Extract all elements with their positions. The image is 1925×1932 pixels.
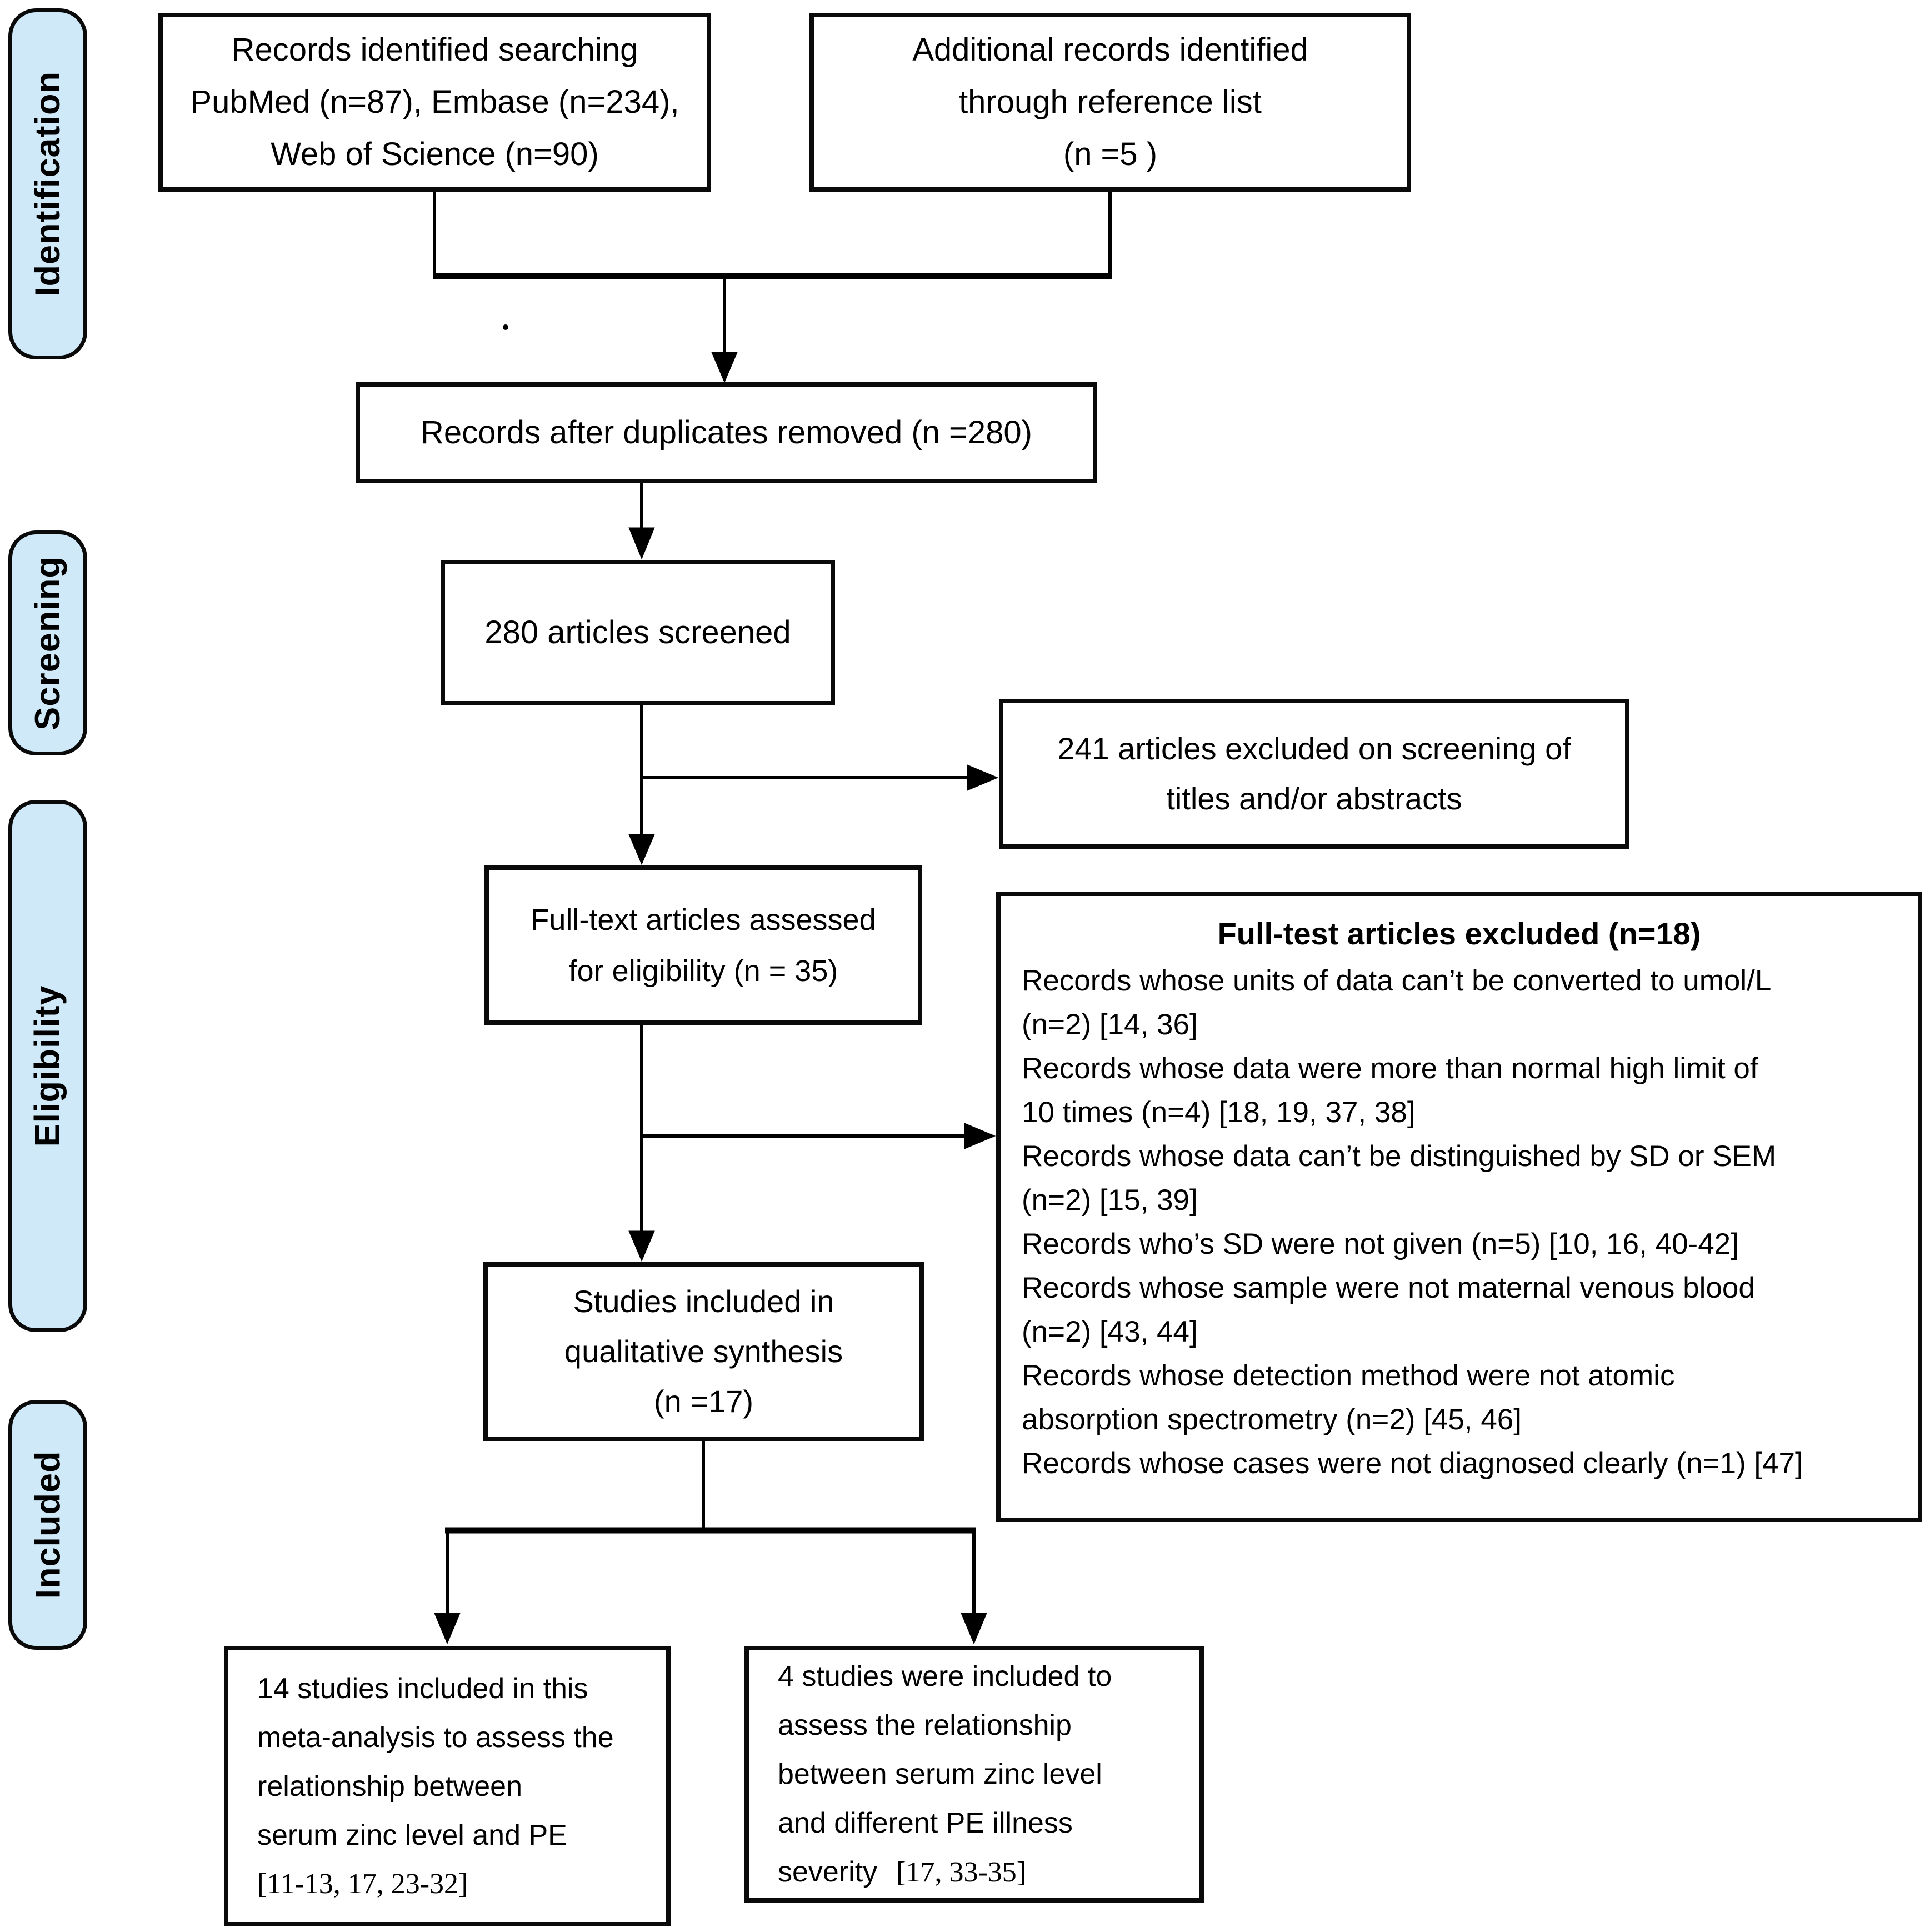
arrowhead-icon: [628, 1230, 655, 1262]
arrowhead-icon: [434, 1613, 461, 1645]
arrowhead-icon: [628, 834, 655, 865]
arrowhead-icon: [964, 1123, 996, 1149]
exclusion-reason-line: 10 times (n=4) [18, 19, 37, 38]: [1022, 1096, 1416, 1129]
stage-label: Screening: [28, 555, 68, 730]
stage-pill-screening: Screening: [8, 530, 87, 755]
exclusion-reason-line: Records whose detection method were not …: [1022, 1359, 1675, 1392]
stage-pill-included: Included: [8, 1400, 87, 1650]
exclusion-reason-line: (n=2) [43, 44]: [1022, 1315, 1198, 1348]
box-text-line: (n =17): [654, 1384, 753, 1419]
arrowhead-icon: [961, 1613, 987, 1645]
box-fulltext-assessed: Full-text articles assessed for eligibil…: [484, 865, 922, 1025]
exclusion-reason-line: Records whose data were more than normal…: [1022, 1052, 1758, 1085]
arrowhead-icon: [967, 764, 999, 791]
stage-label: Identification: [28, 71, 67, 297]
box-text-line: Additional records identified: [912, 32, 1308, 68]
box-text-line: 280 articles screened: [484, 614, 791, 650]
exclusion-reason-line: (n=2) [15, 39]: [1022, 1184, 1198, 1217]
box-text-line: Records after duplicates removed (n =280…: [421, 414, 1032, 451]
box-records-identified: Records identified searching PubMed (n=8…: [158, 13, 711, 192]
box-text-line: Studies included in: [573, 1284, 834, 1319]
box-severity-4-studies: 4 studies were included to assess the re…: [744, 1646, 1204, 1903]
citation-text: [11-13, 17, 23-32]: [257, 1868, 468, 1900]
box-duplicates-removed: Records after duplicates removed (n =280…: [356, 382, 1097, 483]
box-text-line: Records identified searching: [231, 32, 638, 68]
box-text-line: Full-text articles assessed: [531, 903, 876, 937]
box-text-line: between serum zinc level: [778, 1758, 1102, 1790]
box-text-line: relationship between: [257, 1770, 522, 1803]
exclusion-reason-line: absorption spectrometry (n=2) [45, 46]: [1022, 1403, 1522, 1436]
box-text-line: and different PE illness: [778, 1806, 1073, 1839]
box-text-line: 14 studies included in this: [257, 1672, 588, 1705]
box-excluded-on-screening: 241 articles excluded on screening of ti…: [999, 699, 1629, 849]
box-text-line: assess the relationship: [778, 1709, 1072, 1741]
box-additional-records: Additional records identified through re…: [809, 13, 1411, 192]
exclusion-reason-line: Records whose sample were not maternal v…: [1022, 1272, 1755, 1304]
exclusion-reason-line: (n=2) [14, 36]: [1022, 1008, 1198, 1041]
exclusion-reason-line: Records whose cases were not diagnosed c…: [1022, 1447, 1803, 1480]
stray-dot: [503, 324, 508, 330]
box-text-line: serum zinc level and PE: [257, 1819, 567, 1851]
arrowhead-icon: [711, 352, 738, 383]
exclusion-reason-line: Records whose data can’t be distinguishe…: [1022, 1140, 1777, 1173]
stage-label: Included: [28, 1450, 68, 1599]
severity-label: severity: [778, 1855, 878, 1888]
box-text-line: (n =5 ): [1063, 136, 1158, 172]
box-text-line: 241 articles excluded on screening of: [1057, 731, 1571, 766]
exclusion-reason-line: Records whose units of data can’t be con…: [1022, 964, 1772, 997]
stage-label: Eligibility: [28, 985, 67, 1147]
citation-text: [17, 33-35]: [896, 1856, 1027, 1888]
box-fulltext-excluded: Full-test articles excluded (n=18) Recor…: [996, 892, 1922, 1522]
arrowhead-icon: [628, 527, 655, 560]
box-text-line: titles and/or abstracts: [1166, 781, 1462, 816]
stage-pill-eligibility: Eligibility: [8, 800, 87, 1332]
box-text-line: Web of Science (n=90): [271, 136, 599, 172]
box-meta-analysis-14-studies: 14 studies included in this meta-analysi…: [224, 1646, 671, 1926]
box-text-line: 4 studies were included to: [778, 1660, 1112, 1693]
exclusion-reason-line: Records who’s SD were not given (n=5) [1…: [1022, 1228, 1739, 1260]
box-text-line: for eligibility (n = 35): [568, 954, 838, 988]
box-articles-screened: 280 articles screened: [441, 560, 835, 705]
box-studies-qualitative-synthesis: Studies included in qualitative synthesi…: [483, 1262, 924, 1441]
stage-pill-identification: Identification: [8, 8, 87, 359]
box-text-line: through reference list: [959, 84, 1262, 120]
box-text-line: PubMed (n=87), Embase (n=234),: [190, 84, 679, 120]
excluded-box-title: Full-test articles excluded (n=18): [1217, 916, 1701, 951]
box-text-line: meta-analysis to assess the: [257, 1721, 614, 1754]
box-text-line: severity [17, 33-35]: [778, 1848, 1026, 1897]
box-text-line: qualitative synthesis: [564, 1334, 843, 1369]
